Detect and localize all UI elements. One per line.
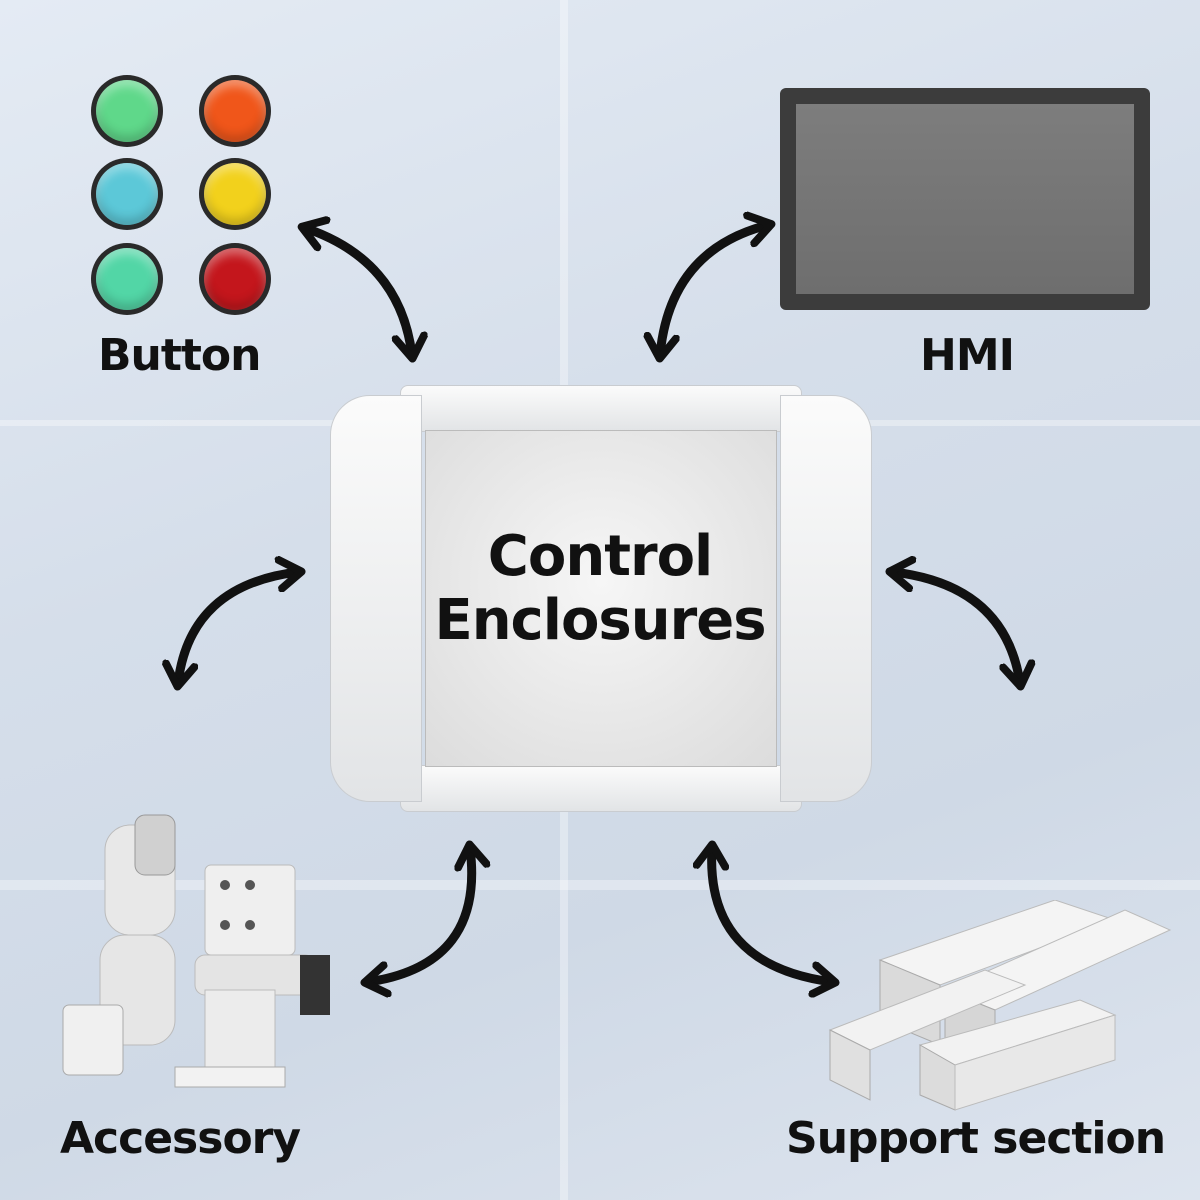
enclosure-left-frame: [330, 395, 422, 802]
enclosure-title: Control Enclosures: [330, 525, 870, 653]
support-section-image: [828, 900, 1172, 1111]
accessory-image: [62, 814, 330, 1088]
teal-button: [96, 248, 158, 310]
hmi-screen: [796, 104, 1134, 294]
button-arrow: [305, 228, 412, 355]
enclosure-title-line1: Control: [487, 524, 714, 589]
right-arrow: [893, 572, 1020, 683]
accessory-arrow: [368, 848, 472, 982]
background-line: [0, 880, 1200, 890]
hmi-arrow: [660, 225, 768, 355]
enclosure-title-line2: Enclosures: [434, 588, 766, 653]
control-enclosure: Control Enclosures: [330, 385, 872, 812]
orange-button: [204, 80, 266, 142]
cyan-button: [96, 163, 158, 225]
green-button: [96, 80, 158, 142]
hmi-label: HMI: [920, 330, 1015, 381]
enclosure-right-frame: [780, 395, 872, 802]
left-arrow: [178, 572, 298, 683]
support-section-label: Support section: [786, 1113, 1166, 1164]
red-button: [204, 248, 266, 310]
enclosure-panel: [425, 430, 777, 767]
yellow-button: [204, 163, 266, 225]
button-label: Button: [98, 330, 261, 381]
accessory-label: Accessory: [60, 1113, 301, 1164]
hmi-display: [780, 88, 1150, 310]
support-arrow: [712, 848, 832, 982]
